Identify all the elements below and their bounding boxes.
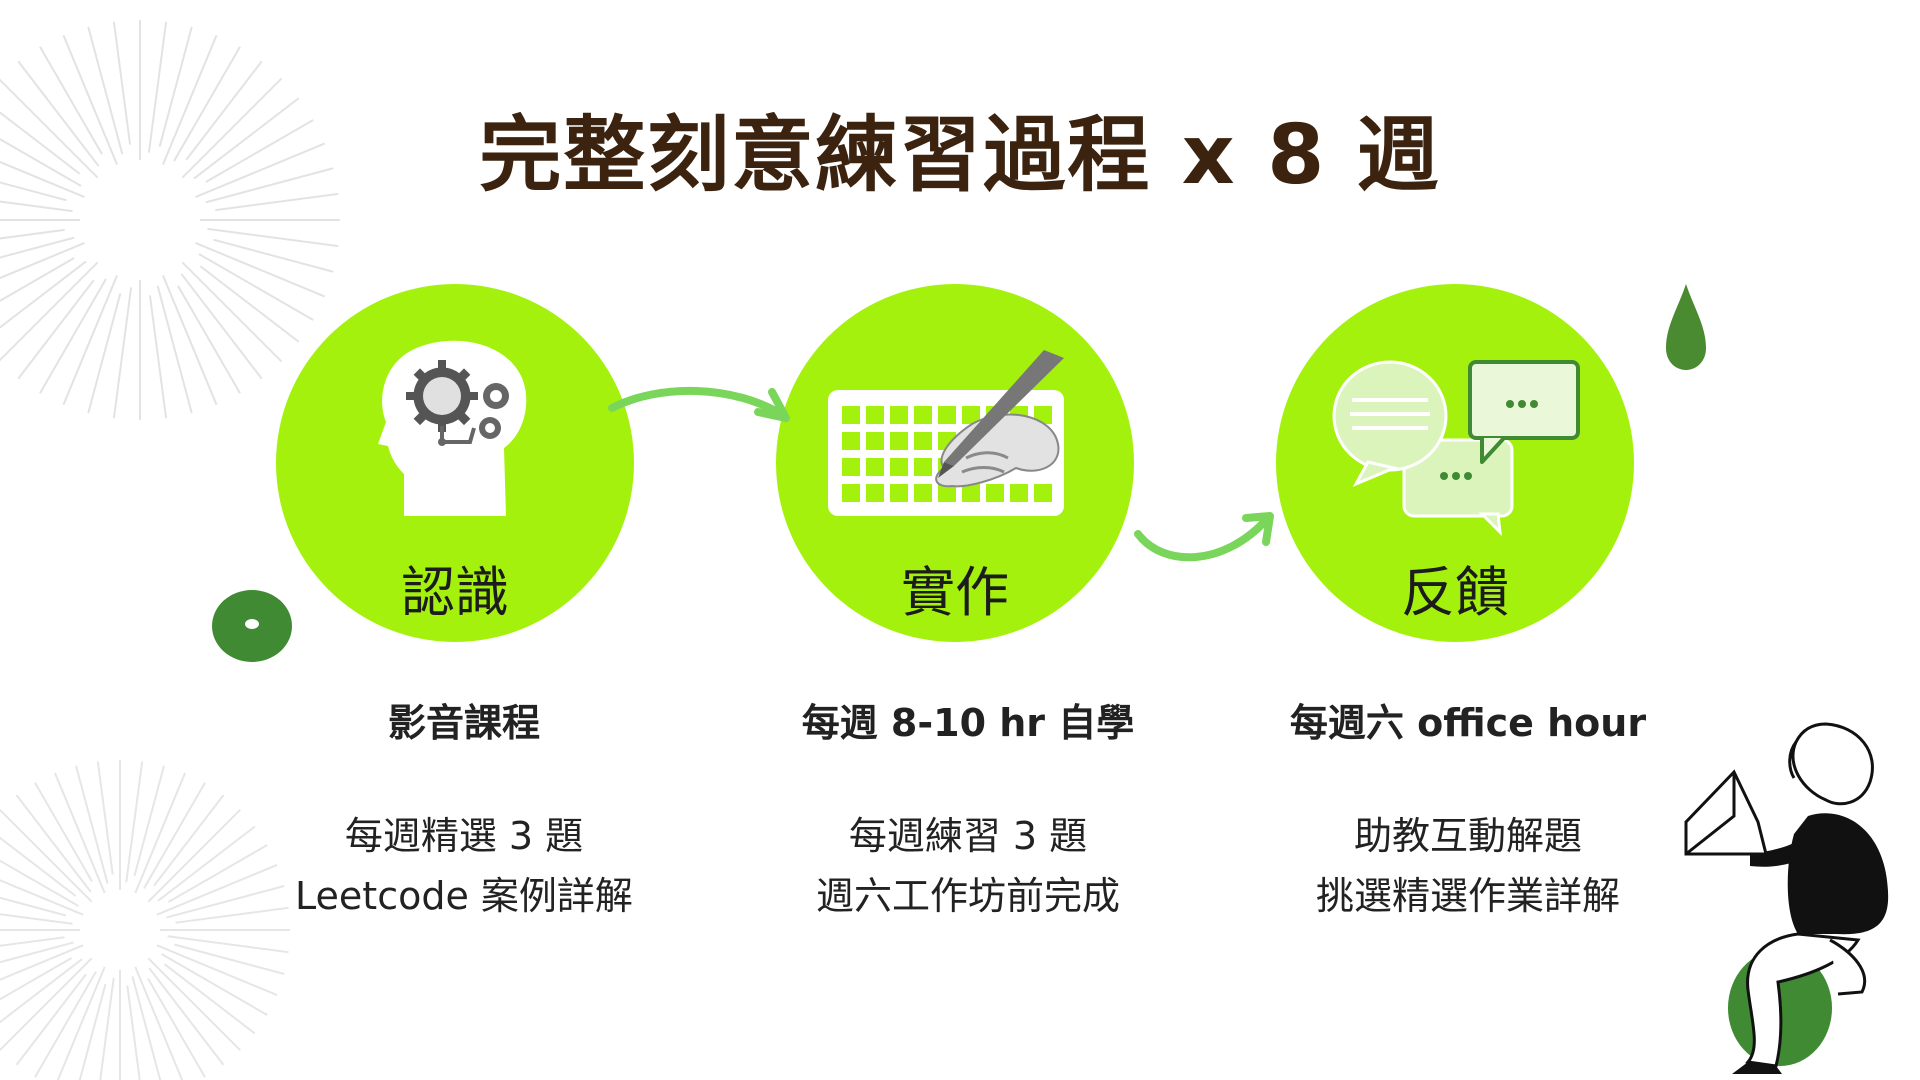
step-details-recognize: 每週精選 3 題 Leetcode 案例詳解 [204,806,724,926]
arrow-recognize-to-practice [608,386,790,422]
page-title: 完整刻意練習過程 x 8 週 [479,108,1441,203]
detail-line: Leetcode 案例詳解 [295,874,633,918]
keyboard-key [842,432,860,450]
keyboard-key [890,484,908,502]
keyboard-key [914,458,932,476]
keyboard-key [866,484,884,502]
chat-bubbles-icon [1332,360,1580,537]
keyboard-key [866,432,884,450]
keyboard-key [962,406,980,424]
keyboard-key [890,406,908,424]
keyboard-key [914,484,932,502]
step-heading-practice: 每週 8-10 hr 自學 [801,701,1135,745]
keyboard-key [1010,484,1028,502]
step-heading-feedback: 每週六 office hour [1289,701,1647,745]
brain-gears-icon [378,340,527,516]
keyboard-key [890,432,908,450]
step-heading-recognize: 影音課程 [387,701,540,745]
detail-line: 每週精選 3 題 [344,814,584,858]
step-details-feedback: 助教互動解題 挑選精選作業詳解 [1208,806,1728,926]
detail-line: 挑選精選作業詳解 [1315,874,1620,918]
leaf-drop-decoration [1666,284,1706,370]
keyboard-key [866,458,884,476]
keyboard-key [1034,484,1052,502]
keyboard-key [842,484,860,502]
keyboard-key [914,406,932,424]
sunburst-top-left [0,20,340,420]
step-label-practice: 實作 [901,561,1009,624]
detail-line: 每週練習 3 題 [848,814,1088,858]
keyboard-key [986,484,1004,502]
keyboard-key [866,406,884,424]
ring-blob-decoration [212,590,292,662]
keyboard-key [914,432,932,450]
detail-line: 週六工作坊前完成 [815,874,1120,918]
person-laptop-illustration [1684,722,1889,1074]
step-details-practice: 每週練習 3 題 週六工作坊前完成 [708,806,1228,926]
arrow-practice-to-feedback [1134,512,1274,562]
sunburst-bottom-left [0,760,290,1080]
step-label-feedback: 反饋 [1401,561,1509,624]
keyboard-key [938,484,956,502]
keyboard-key [842,406,860,424]
keyboard-hand-icon [828,350,1064,516]
step-label-recognize: 認識 [401,561,509,624]
keyboard-key [842,458,860,476]
keyboard-key [938,406,956,424]
keyboard-key [962,484,980,502]
keyboard-key [890,458,908,476]
detail-line: 助教互動解題 [1353,814,1582,858]
